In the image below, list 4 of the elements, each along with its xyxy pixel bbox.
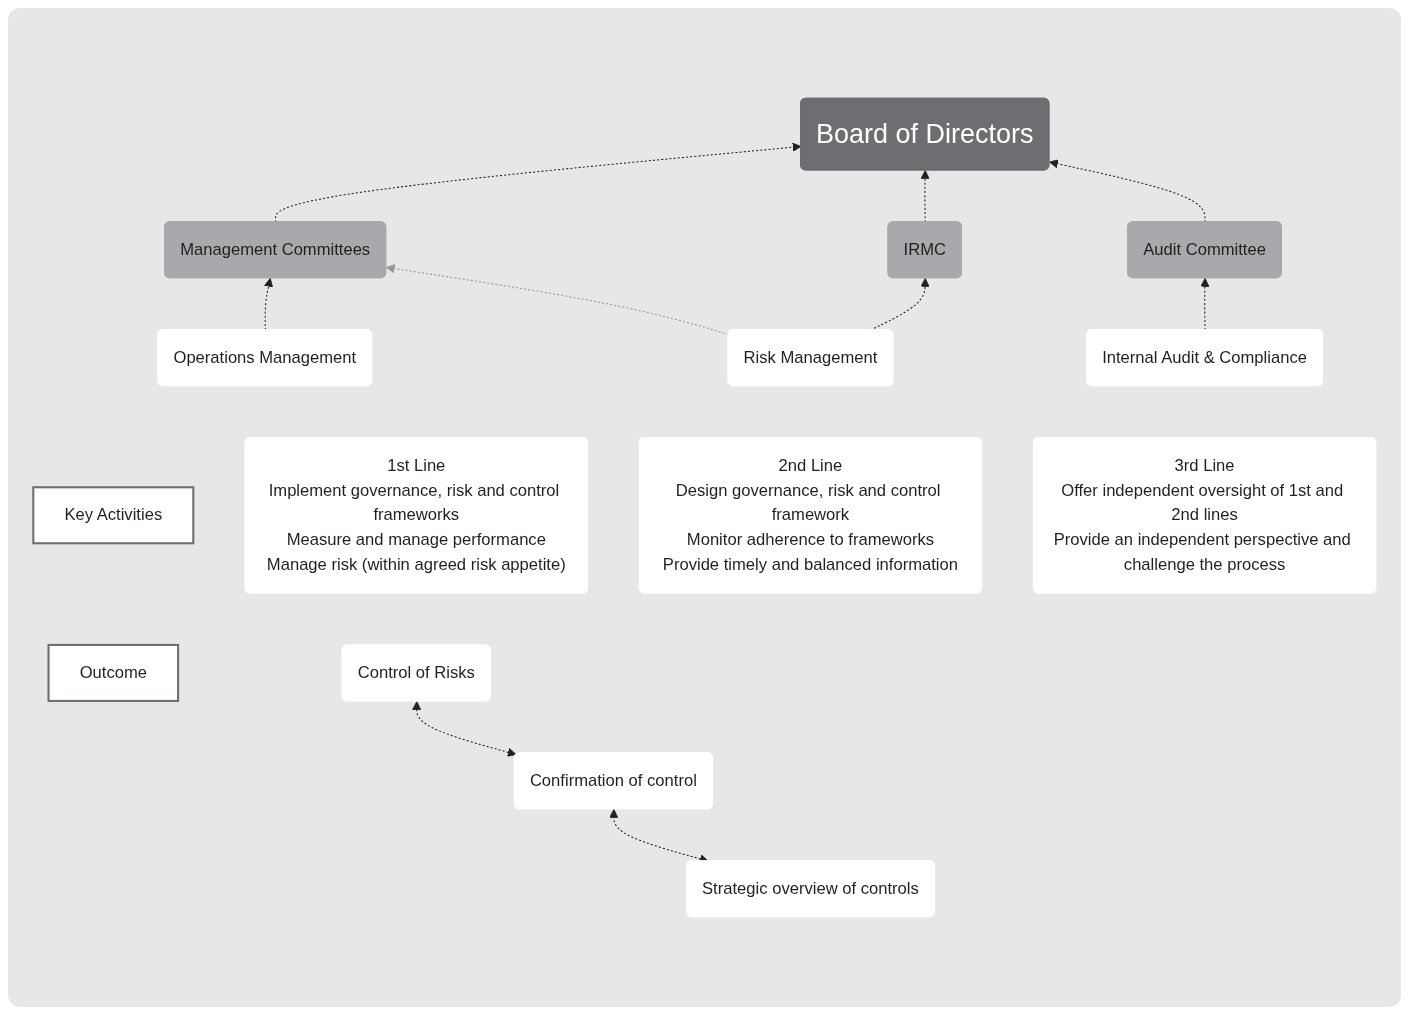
node-box — [32, 486, 195, 545]
arrow — [412, 701, 517, 757]
diagram: Board of Directors Management Committees IRMC Audit Committee Operations Management Risk Management Internal Audit & Compliance Key Activities 1st Line Implement governance, risk and control frameworks Measure and manage performance Manage risk (within agreed risk appetite) 2nd Line Design governance, risk and control framework Monitor adherence to frameworks Provide timely and balanced information 3rd Line Offer independent oversight of 1st and 2nd lines Provide an independent perspective and challenge the process Outcome Control of Risks Confirmation of control Strategic overview of controls — [25, 90, 1384, 925]
node-box — [47, 643, 180, 702]
